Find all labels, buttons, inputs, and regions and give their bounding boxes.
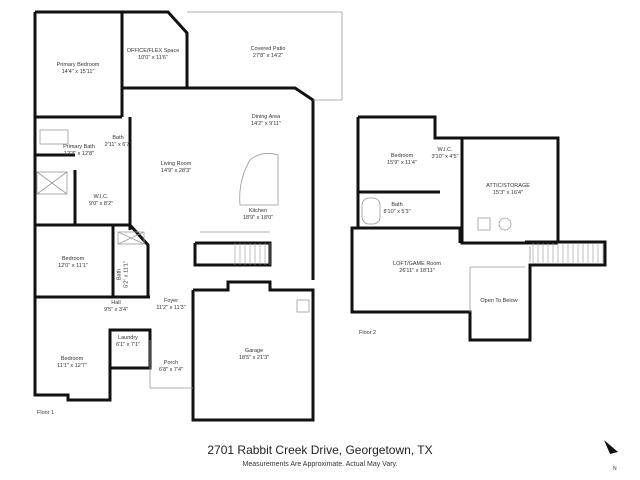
room-label: W.I.C.3'10" x 4'5" <box>431 147 459 160</box>
disclaimer: Measurements Are Approximate. Actual May… <box>242 461 398 468</box>
floor-1-label: Floor 1 <box>37 410 55 416</box>
north-label: N <box>613 466 617 472</box>
floor-2-walls <box>350 115 607 342</box>
north-arrow <box>604 440 618 454</box>
floor-2-label: Floor 2 <box>359 330 377 336</box>
room-label: W.I.C.9'0" x 8'2" <box>88 194 114 207</box>
floor-2-thin-lines <box>361 197 531 312</box>
room-label: Open To Below <box>480 298 518 304</box>
stairs <box>234 243 604 265</box>
address-title: 2701 Rabbit Creek Drive, Georgetown, TX <box>207 443 433 457</box>
floor-1-thin-lines <box>36 11 343 389</box>
